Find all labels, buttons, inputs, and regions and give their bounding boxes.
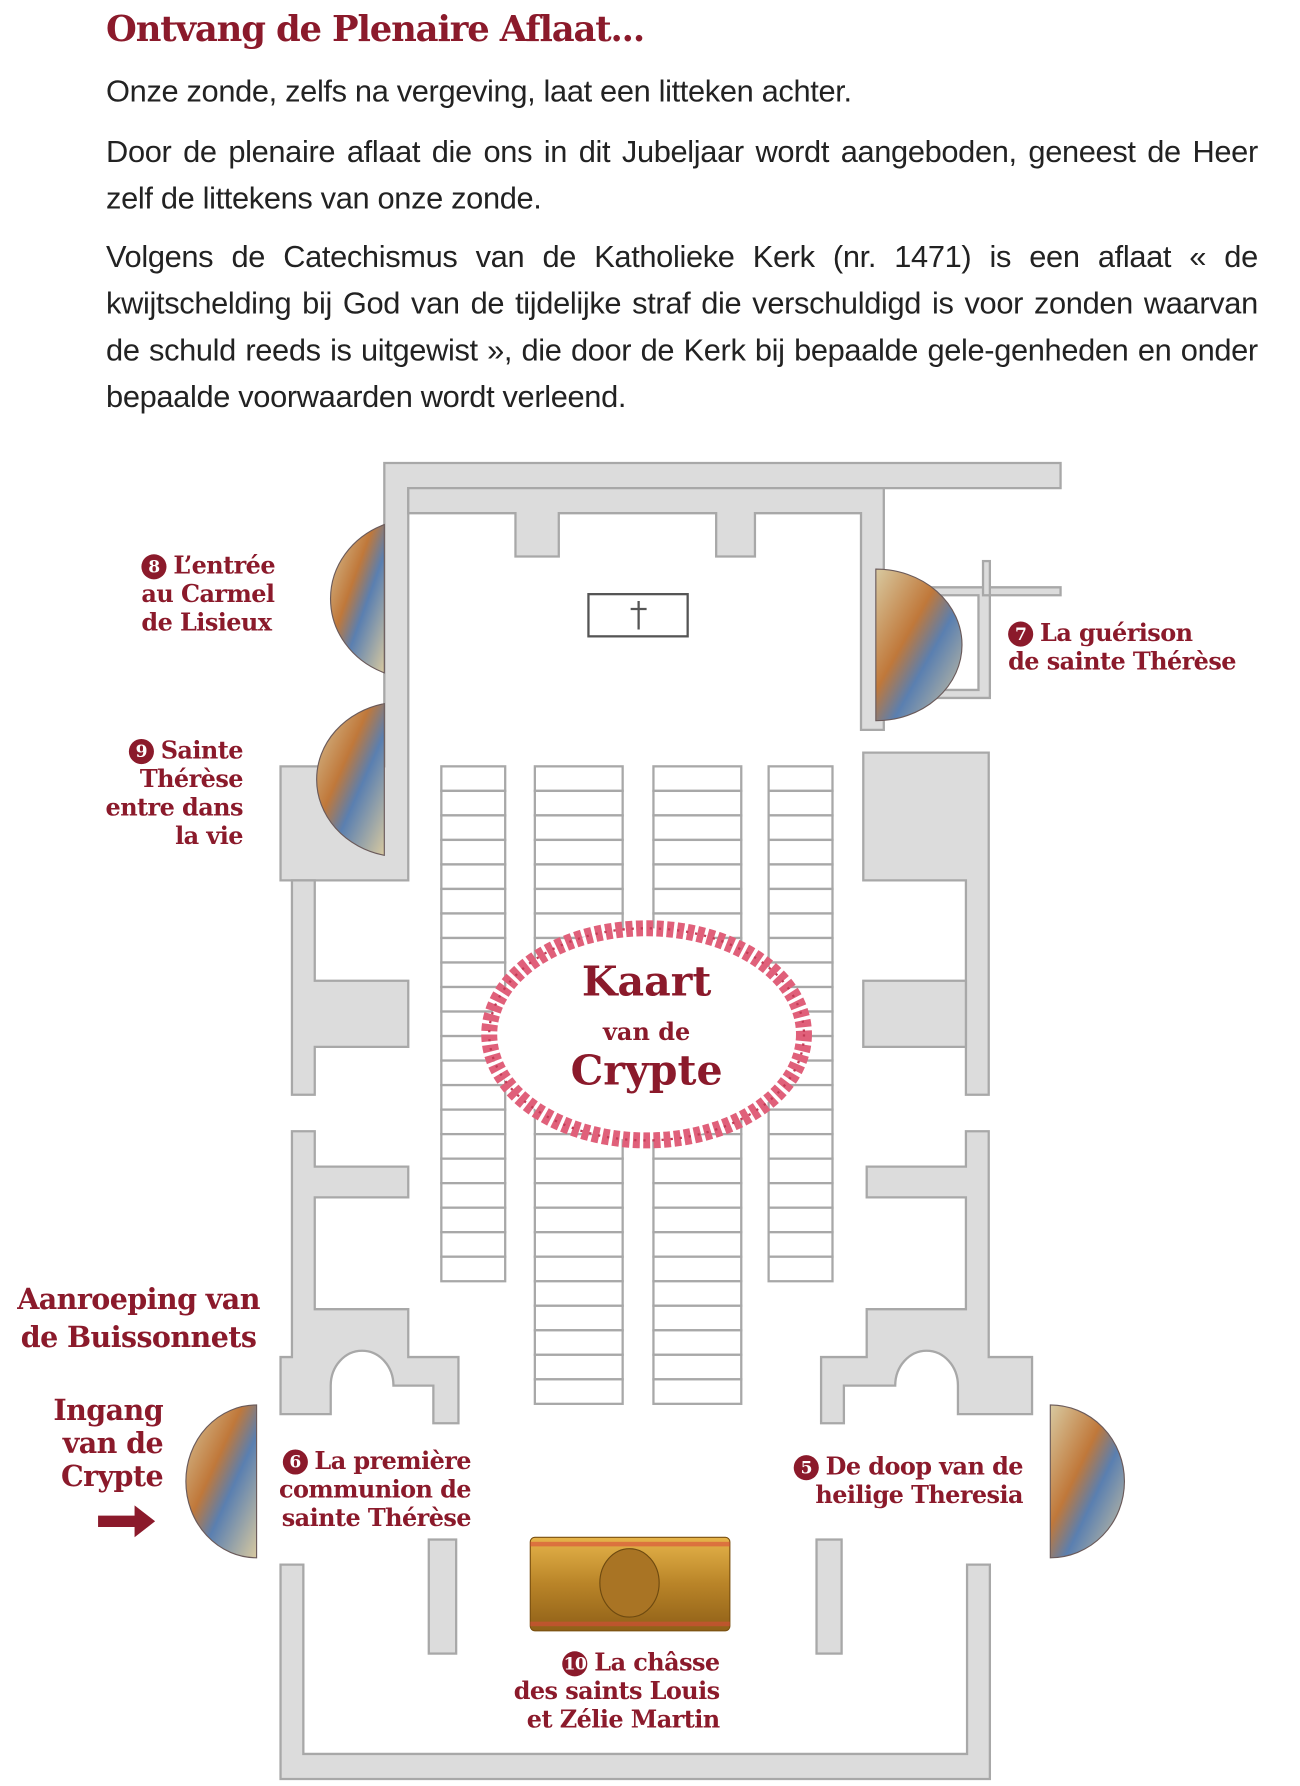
pew [652, 1304, 743, 1332]
pew [652, 1231, 743, 1258]
pew [533, 1231, 624, 1258]
pew [652, 1182, 743, 1209]
pew [652, 814, 743, 842]
pew [533, 1353, 624, 1381]
pew [767, 814, 834, 842]
map-title-line3: Crypte [570, 1046, 723, 1095]
wall-south [279, 1563, 992, 1781]
pew [767, 887, 834, 915]
pew [767, 863, 834, 891]
pew [533, 814, 624, 842]
pew [533, 1132, 624, 1160]
pew [533, 1378, 624, 1405]
pew [652, 838, 743, 866]
wall-right-lower [819, 1130, 1034, 1425]
pew [652, 1280, 743, 1307]
wall-chancel [407, 486, 885, 731]
entrance-arrow-icon [98, 1505, 156, 1538]
pew [767, 1182, 834, 1209]
pew [652, 765, 743, 793]
pew [440, 1157, 507, 1185]
pew [652, 1329, 743, 1356]
pew [533, 789, 624, 817]
pew [767, 1206, 834, 1234]
pew [440, 1108, 507, 1136]
pew [652, 1255, 743, 1283]
pew [652, 1353, 743, 1381]
map-title-line2: van de [603, 1017, 691, 1046]
pew [767, 789, 834, 817]
pew [767, 1157, 834, 1185]
pew [533, 1157, 624, 1185]
wall-right-block [862, 751, 990, 1096]
pew [652, 1378, 743, 1405]
cross-icon [630, 600, 647, 630]
pew [533, 887, 624, 915]
pew [440, 936, 507, 964]
pew [440, 1182, 507, 1209]
pew [533, 863, 624, 891]
pew [440, 1206, 507, 1234]
pew [440, 838, 507, 866]
pew [533, 1182, 624, 1209]
pew [440, 1132, 507, 1160]
pew [767, 1255, 834, 1283]
pew [767, 1132, 834, 1160]
pew [533, 765, 624, 793]
mosaic-5 [1049, 1404, 1125, 1559]
wall-left-lower [279, 1130, 460, 1425]
reliquary-image [529, 1536, 731, 1632]
pew [533, 838, 624, 866]
pew [767, 1231, 834, 1258]
pew [440, 814, 507, 842]
pew [533, 1304, 624, 1332]
pew [440, 765, 507, 793]
pew [440, 912, 507, 940]
pew [533, 1280, 624, 1307]
catechism-paragraph: Volgens de Catechismus van de Katholieke… [106, 239, 1258, 414]
pew [440, 1083, 507, 1111]
pew [533, 1206, 624, 1234]
map-title-line1: Kaart [581, 957, 712, 1006]
pew [440, 789, 507, 817]
mosaic-6 [185, 1404, 258, 1559]
intro-paragraph: Onze zonde, zelfs na vergeving, laat een… [106, 74, 852, 109]
pew [767, 912, 834, 940]
pew [533, 1329, 624, 1356]
pew [652, 887, 743, 915]
mosaic-8 [330, 523, 385, 674]
pew [652, 863, 743, 891]
pew [652, 1206, 743, 1234]
pew [440, 1231, 507, 1258]
wall-left-nave [290, 879, 410, 1096]
jubilee-paragraph: Door de plenaire aflaat die ons in dit J… [106, 134, 1258, 216]
page-title: Ontvang de Plenaire Aflaat... [106, 9, 645, 51]
pew [440, 1255, 507, 1283]
pew [767, 838, 834, 866]
pew [440, 961, 507, 989]
pew [652, 789, 743, 817]
pew [440, 1059, 507, 1087]
pew [533, 1255, 624, 1283]
pew [767, 936, 834, 964]
pew [440, 863, 507, 891]
mosaic-9 [316, 702, 385, 856]
pew [767, 765, 834, 793]
pew [652, 1157, 743, 1185]
mosaic-7 [875, 568, 963, 722]
pew [767, 1108, 834, 1136]
pew [440, 887, 507, 915]
